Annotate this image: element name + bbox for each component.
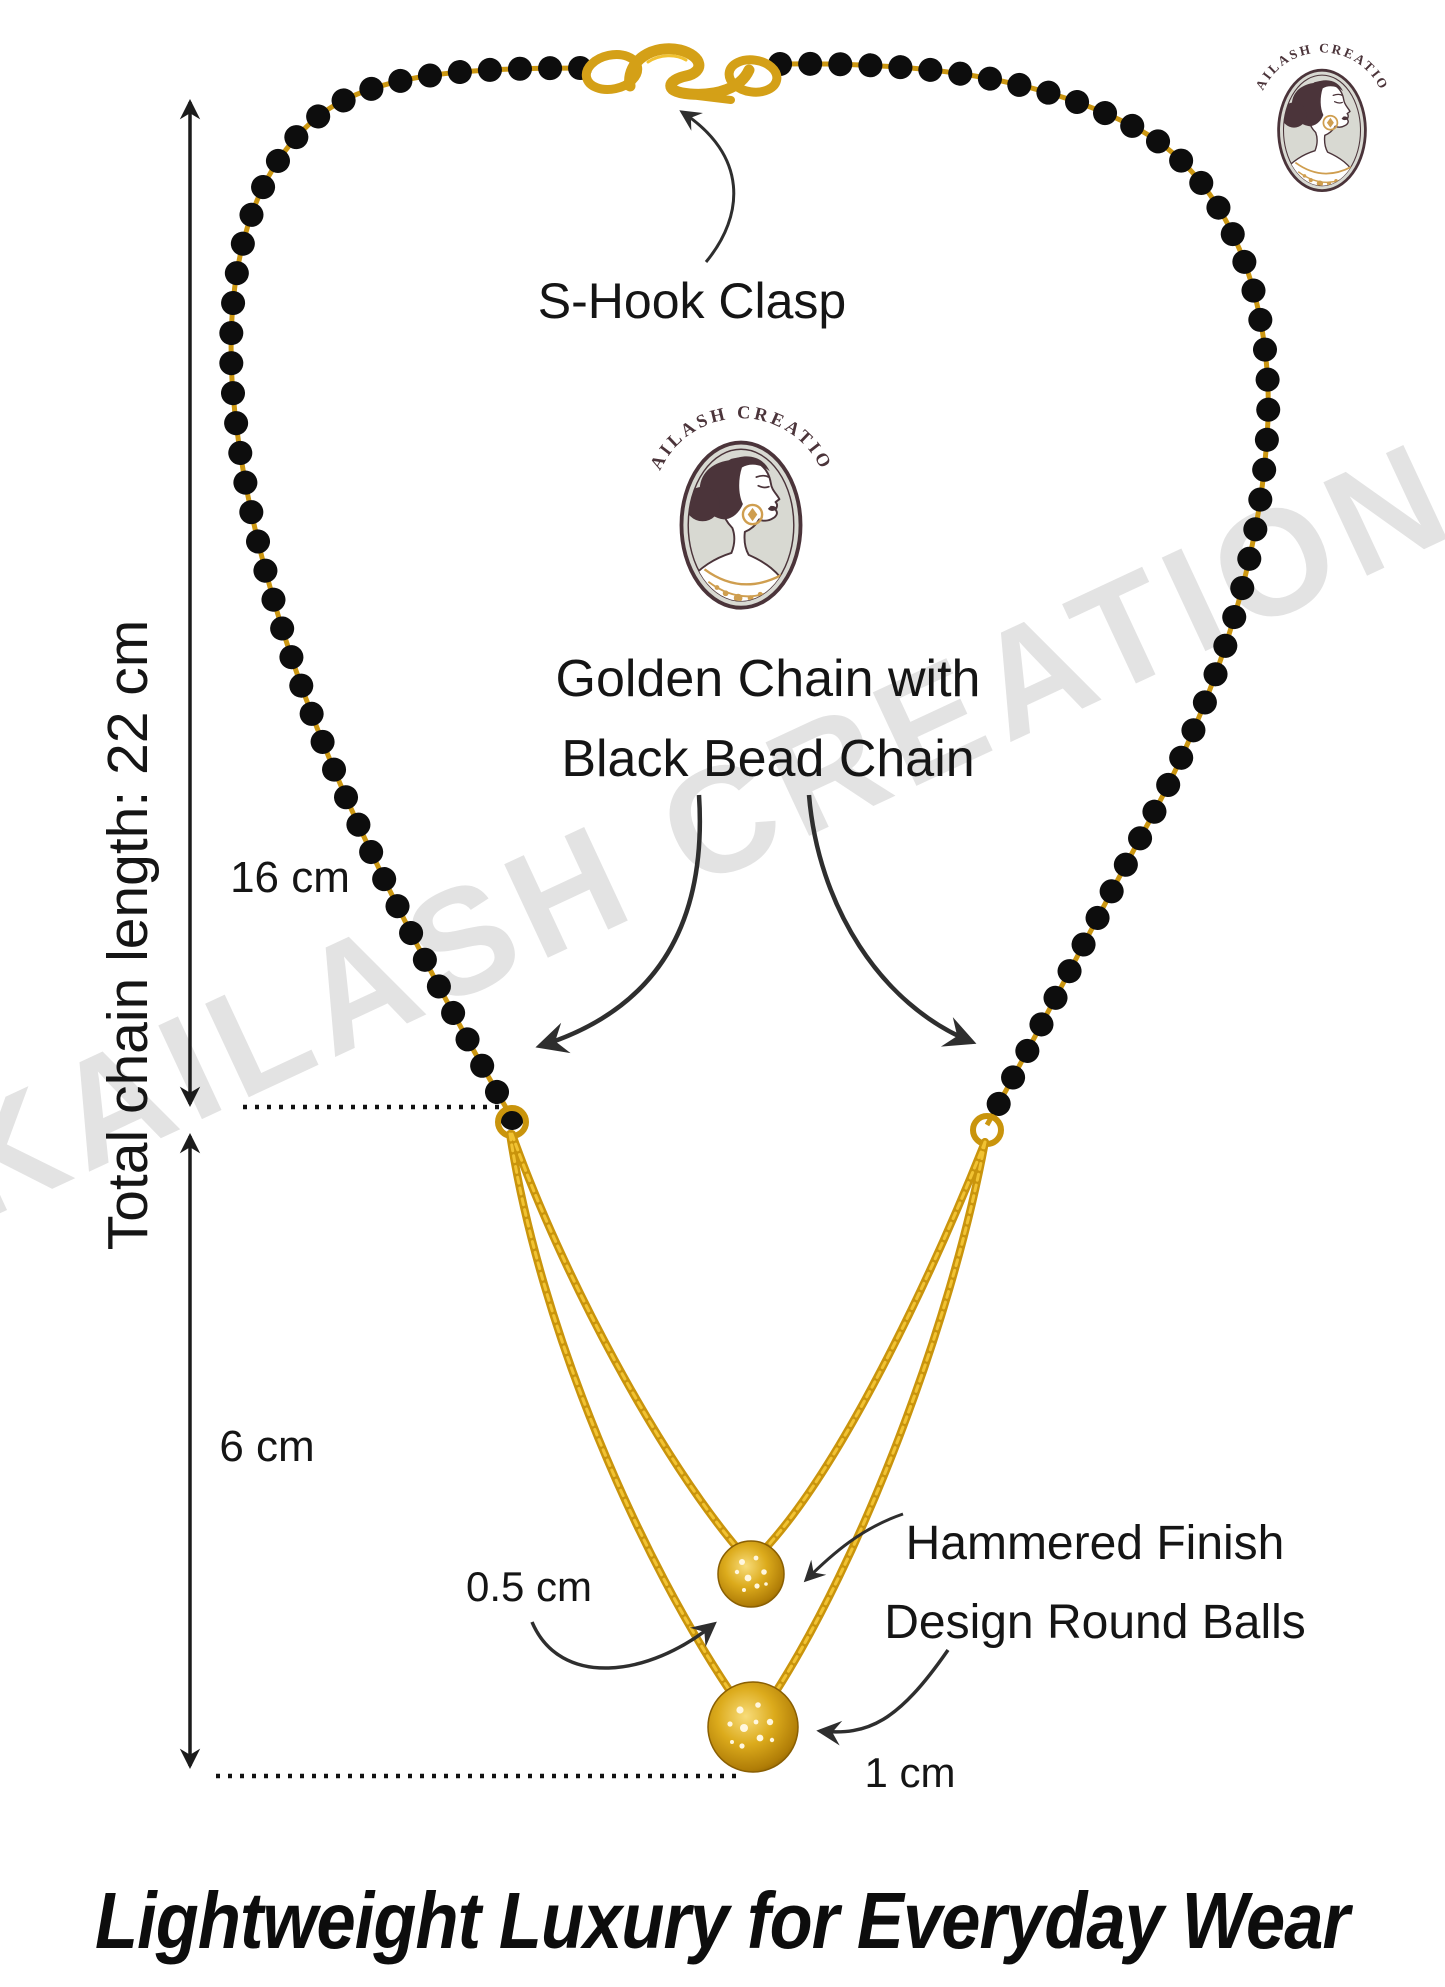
clasp-label: S-Hook Clasp <box>537 273 847 329</box>
s-hook-clasp <box>581 43 782 104</box>
hammered-balls-label-line1: Hammered Finish <box>905 1517 1285 1570</box>
small-ball-measurement: 0.5 cm <box>465 1563 593 1610</box>
black-bead-chain-left <box>219 56 604 1130</box>
hammered-balls-label: Hammered Finish Design Round Balls <box>884 1504 1306 1662</box>
brand-logo-center <box>636 344 837 608</box>
black-bead-chain-right <box>768 51 1281 1137</box>
arrow-to-large-ball <box>816 1649 950 1746</box>
lower-segment-measurement: 6 cm <box>219 1422 315 1471</box>
large-ball-measurement: 1 cm <box>864 1749 956 1796</box>
arrow-to-small-ball-from-size <box>530 1621 717 1670</box>
gold-cord-left <box>228 65 593 1120</box>
chain-label: Golden Chain with Black Bead Chain <box>556 639 981 799</box>
gold-cord-right <box>779 61 1271 1127</box>
upper-segment-measurement: 16 cm <box>230 853 350 902</box>
total-chain-length-label: Total chain length: 22 cm <box>96 619 160 1251</box>
large-hammered-ball <box>707 1681 799 1773</box>
arrow-to-small-ball-from-text <box>803 1512 904 1583</box>
small-hammered-ball <box>717 1540 785 1608</box>
chain-label-line2: Black Bead Chain <box>561 730 975 788</box>
hammered-balls-label-line2: Design Round Balls <box>884 1596 1306 1649</box>
tagline: Lightweight Luxury for Everyday Wear <box>94 1876 1350 1965</box>
arrow-to-right-chain <box>806 794 977 1047</box>
dotted-reference-lines <box>216 1104 740 1779</box>
arrow-to-clasp <box>679 110 736 263</box>
brand-logo-top-right <box>1246 0 1393 191</box>
arrow-to-left-chain <box>535 794 703 1054</box>
chain-label-line1: Golden Chain with <box>555 650 981 708</box>
